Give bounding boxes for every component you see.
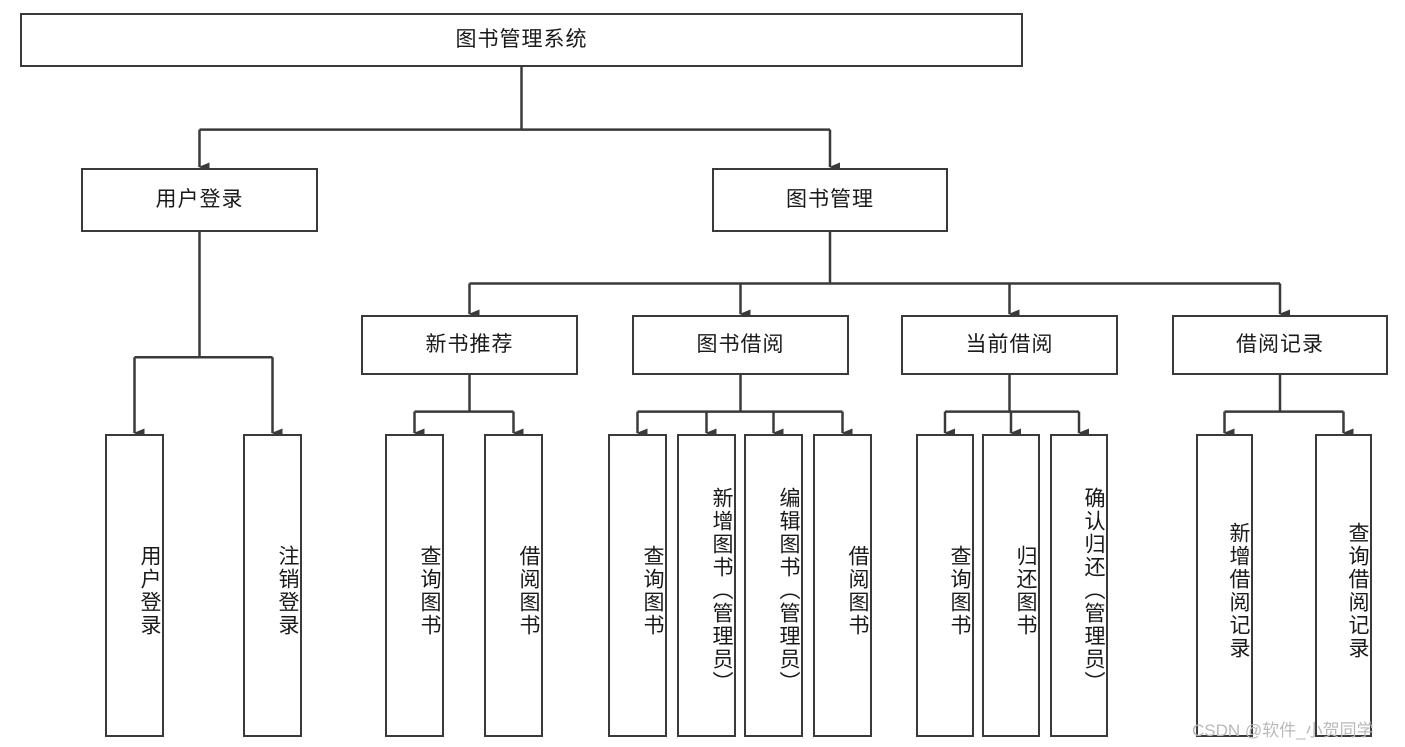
node-leaf-add-borrow-record[interactable]: 新增借阅记录 (1196, 434, 1253, 737)
node-leaf-borrow-book[interactable]: 借阅图书 (813, 434, 872, 737)
node-leaf-current-query-book[interactable]: 查询图书 (916, 434, 974, 737)
node-new-book-recommend[interactable]: 新书推荐 (361, 315, 578, 375)
node-label: 编辑图书（管理员） (777, 487, 800, 694)
node-leaf-query-borrow-record[interactable]: 查询借阅记录 (1315, 434, 1372, 737)
node-label: 查询图书 (418, 544, 441, 637)
node-leaf-user-logout[interactable]: 注销登录 (243, 434, 302, 737)
node-label: 新书推荐 (425, 333, 514, 357)
node-borrow-record[interactable]: 借阅记录 (1172, 315, 1388, 375)
node-leaf-add-book-admin[interactable]: 新增图书（管理员） (677, 434, 736, 737)
node-user-login-module[interactable]: 用户登录 (81, 168, 318, 232)
node-book-borrow[interactable]: 图书借阅 (632, 315, 849, 375)
node-label: 新增图书（管理员） (710, 487, 733, 694)
node-leaf-return-book[interactable]: 归还图书 (982, 434, 1040, 737)
csdn-watermark: CSDN @软件_小贺同学 (1192, 721, 1374, 740)
node-label: 借阅记录 (1236, 333, 1324, 357)
node-label: 借阅图书 (846, 544, 869, 637)
node-label: 图书管理系统 (455, 28, 588, 52)
node-leaf-new-query-book[interactable]: 查询图书 (385, 434, 444, 737)
node-label: 新增借阅记录 (1227, 521, 1250, 660)
node-label: 查询借阅记录 (1346, 521, 1369, 660)
node-root-book-management-system[interactable]: 图书管理系统 (20, 13, 1023, 67)
node-leaf-borrow-query-book[interactable]: 查询图书 (608, 434, 667, 737)
node-leaf-edit-book-admin[interactable]: 编辑图书（管理员） (744, 434, 803, 737)
node-label: 确认归还（管理员） (1082, 487, 1105, 694)
node-label: 注销登录 (276, 544, 299, 637)
node-leaf-confirm-return-admin[interactable]: 确认归还（管理员） (1050, 434, 1108, 737)
node-leaf-user-login[interactable]: 用户登录 (105, 434, 164, 737)
node-label: 查询图书 (948, 544, 971, 637)
node-label: 查询图书 (641, 544, 664, 637)
node-label: 借阅图书 (517, 544, 540, 637)
node-current-borrow[interactable]: 当前借阅 (901, 315, 1118, 375)
node-label: 当前借阅 (965, 333, 1054, 357)
node-label: 用户登录 (155, 188, 244, 212)
node-label: 图书管理 (786, 188, 874, 212)
node-label: 归还图书 (1014, 544, 1037, 637)
node-label: 用户登录 (138, 544, 161, 637)
node-leaf-new-borrow-book[interactable]: 借阅图书 (484, 434, 543, 737)
node-label: 图书借阅 (696, 333, 785, 357)
node-book-management-module[interactable]: 图书管理 (712, 168, 948, 232)
